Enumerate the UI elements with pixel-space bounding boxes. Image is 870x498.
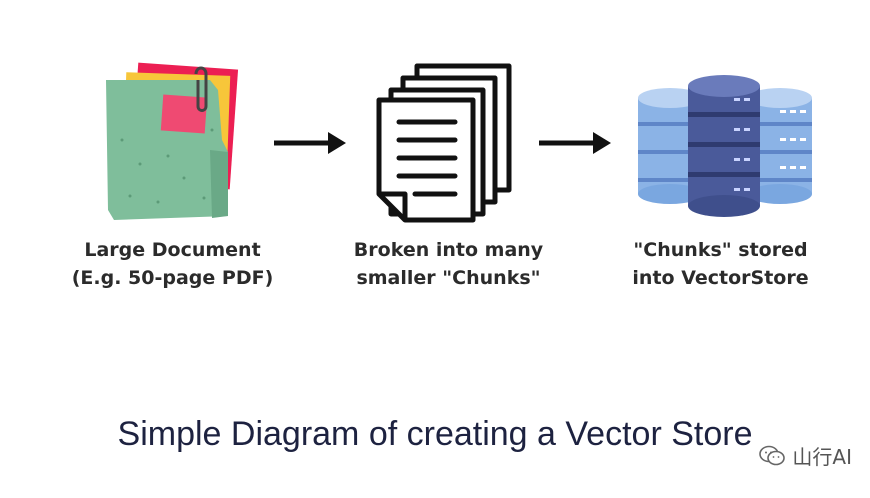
document-folder-icon xyxy=(106,62,239,220)
step-label-line: "Chunks" stored xyxy=(633,239,808,261)
watermark: 山行AI xyxy=(758,441,852,470)
step-label-vectorstore: "Chunks" stored into VectorStore xyxy=(608,236,833,292)
database-stack-icon xyxy=(638,75,812,217)
diagram-caption: Simple Diagram of creating a Vector Stor… xyxy=(117,415,753,453)
wechat-icon xyxy=(759,445,786,465)
stacked-pages-icon xyxy=(376,63,512,223)
step-label-line: Large Document xyxy=(84,239,261,261)
watermark-text: 山行AI xyxy=(792,445,852,469)
step-label-line: smaller "Chunks" xyxy=(356,267,541,289)
step-label-line: (E.g. 50-page PDF) xyxy=(71,267,274,289)
step-label-line: into VectorStore xyxy=(632,267,809,289)
step-label-large-document: Large Document (E.g. 50-page PDF) xyxy=(60,236,285,292)
step-label-chunks: Broken into many smaller "Chunks" xyxy=(336,236,561,292)
right-arrow-icon xyxy=(539,132,611,154)
step-label-line: Broken into many xyxy=(353,239,544,261)
right-arrow-icon xyxy=(274,132,346,154)
